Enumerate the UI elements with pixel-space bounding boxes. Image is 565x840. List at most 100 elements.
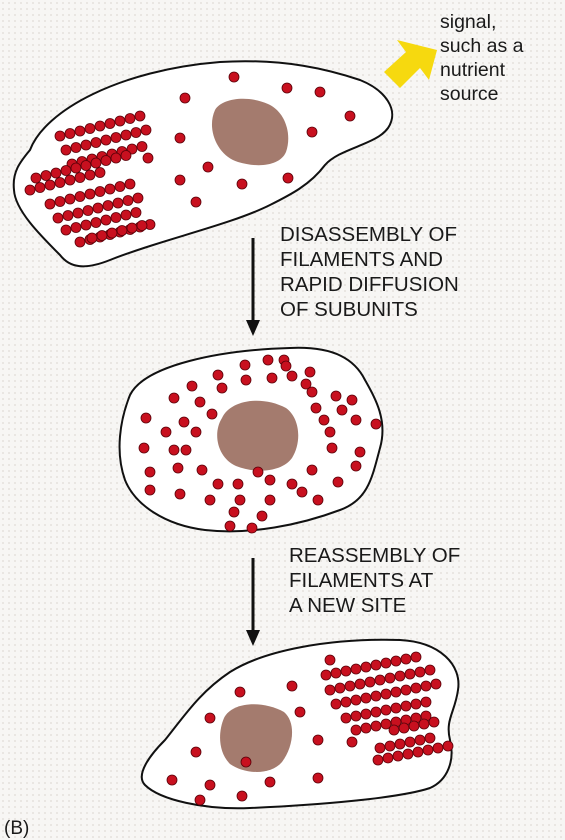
actin-subunit bbox=[421, 697, 431, 707]
actin-subunit bbox=[55, 178, 65, 188]
actin-subunit bbox=[229, 507, 239, 517]
actin-subunit bbox=[93, 203, 103, 213]
actin-subunit bbox=[351, 695, 361, 705]
actin-subunit bbox=[95, 187, 105, 197]
actin-subunit bbox=[85, 170, 95, 180]
actin-subunit bbox=[361, 723, 371, 733]
actin-subunit bbox=[247, 523, 257, 533]
actin-subunit bbox=[117, 226, 127, 236]
actin-subunit bbox=[145, 467, 155, 477]
actin-subunit bbox=[405, 737, 415, 747]
actin-subunit bbox=[161, 427, 171, 437]
down-arrow-icon bbox=[246, 558, 260, 646]
actin-subunit bbox=[383, 753, 393, 763]
actin-subunit bbox=[375, 675, 385, 685]
actin-subunit bbox=[263, 355, 273, 365]
actin-subunit bbox=[63, 211, 73, 221]
actin-subunit bbox=[337, 405, 347, 415]
actin-subunit bbox=[351, 415, 361, 425]
actin-subunit bbox=[121, 151, 131, 161]
actin-subunit bbox=[401, 701, 411, 711]
actin-subunit bbox=[257, 511, 267, 521]
actin-subunit bbox=[425, 733, 435, 743]
actin-subunit bbox=[341, 666, 351, 676]
actin-subunit bbox=[85, 124, 95, 134]
actin-subunit bbox=[319, 415, 329, 425]
actin-subunit bbox=[371, 660, 381, 670]
actin-subunit bbox=[75, 126, 85, 136]
actin-subunit bbox=[431, 679, 441, 689]
actin-subunit bbox=[287, 371, 297, 381]
actin-subunit bbox=[169, 393, 179, 403]
actin-subunit bbox=[371, 707, 381, 717]
actin-subunit bbox=[411, 683, 421, 693]
actin-subunit bbox=[391, 656, 401, 666]
actin-subunit bbox=[355, 447, 365, 457]
actin-subunit bbox=[327, 443, 337, 453]
signal-label-line: source bbox=[440, 82, 523, 106]
actin-subunit bbox=[381, 705, 391, 715]
signal-label-line: such as a bbox=[440, 34, 523, 58]
actin-subunit bbox=[111, 213, 121, 223]
actin-subunit bbox=[351, 664, 361, 674]
actin-subunit bbox=[31, 173, 41, 183]
actin-subunit bbox=[361, 662, 371, 672]
actin-subunit bbox=[83, 206, 93, 216]
actin-subunit bbox=[325, 655, 335, 665]
actin-subunit bbox=[95, 168, 105, 178]
actin-subunit bbox=[187, 381, 197, 391]
cell-stage-2-disassembled bbox=[120, 348, 383, 533]
actin-subunit bbox=[241, 375, 251, 385]
actin-subunit bbox=[237, 179, 247, 189]
actin-subunit bbox=[95, 121, 105, 131]
actin-subunit bbox=[433, 743, 443, 753]
actin-subunit bbox=[287, 681, 297, 691]
actin-subunit bbox=[191, 197, 201, 207]
reassembly-caption-line: FILAMENTS AT bbox=[289, 568, 460, 593]
actin-subunit bbox=[191, 747, 201, 757]
actin-subunit bbox=[143, 153, 153, 163]
actin-subunit bbox=[423, 745, 433, 755]
actin-subunit bbox=[351, 461, 361, 471]
actin-subunit bbox=[345, 681, 355, 691]
actin-subunit bbox=[135, 111, 145, 121]
actin-subunit bbox=[203, 162, 213, 172]
actin-subunit bbox=[371, 691, 381, 701]
actin-subunit bbox=[381, 658, 391, 668]
actin-subunit bbox=[61, 145, 71, 155]
actin-subunit bbox=[127, 223, 137, 233]
actin-subunit bbox=[25, 185, 35, 195]
actin-subunit bbox=[65, 194, 75, 204]
actin-subunit bbox=[325, 427, 335, 437]
actin-subunit bbox=[403, 749, 413, 759]
actin-subunit bbox=[411, 652, 421, 662]
actin-subunit bbox=[415, 735, 425, 745]
actin-subunit bbox=[175, 175, 185, 185]
actin-subunit bbox=[295, 707, 305, 717]
actin-subunit bbox=[341, 697, 351, 707]
actin-subunit bbox=[81, 161, 91, 171]
actin-subunit bbox=[425, 665, 435, 675]
actin-subunit bbox=[393, 751, 403, 761]
actin-subunit bbox=[345, 111, 355, 121]
actin-subunit bbox=[371, 419, 381, 429]
actin-subunit bbox=[91, 138, 101, 148]
actin-subunit bbox=[145, 485, 155, 495]
actin-subunit bbox=[75, 192, 85, 202]
actin-subunit bbox=[371, 721, 381, 731]
actin-subunit bbox=[71, 163, 81, 173]
actin-subunit bbox=[325, 685, 335, 695]
actin-subunit bbox=[235, 687, 245, 697]
actin-subunit bbox=[121, 130, 131, 140]
actin-subunit bbox=[107, 228, 117, 238]
actin-subunit bbox=[365, 677, 375, 687]
disassembly-caption: DISASSEMBLY OF FILAMENTS AND RAPID DIFFU… bbox=[280, 222, 459, 322]
actin-subunit bbox=[283, 173, 293, 183]
actin-subunit bbox=[75, 173, 85, 183]
actin-subunit bbox=[195, 795, 205, 805]
actin-subunit bbox=[61, 225, 71, 235]
actin-subunit bbox=[282, 83, 292, 93]
actin-subunit bbox=[115, 116, 125, 126]
actin-subunit bbox=[125, 114, 135, 124]
actin-subunit bbox=[241, 757, 251, 767]
